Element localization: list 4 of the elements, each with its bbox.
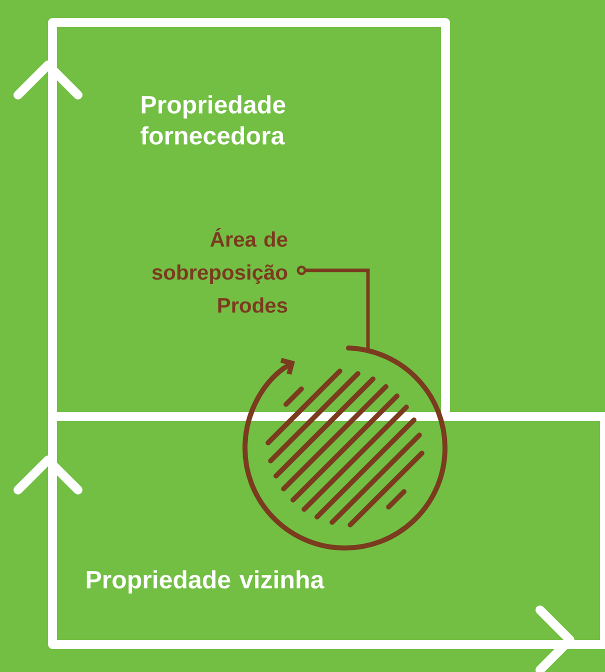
callout-label: Área de sobreposição Prodes: [152, 228, 288, 313]
hatched-circle-drawing: [242, 346, 448, 550]
property-outline: Propriedade vizinha: [48, 412, 605, 649]
leader-line: [296, 266, 370, 350]
